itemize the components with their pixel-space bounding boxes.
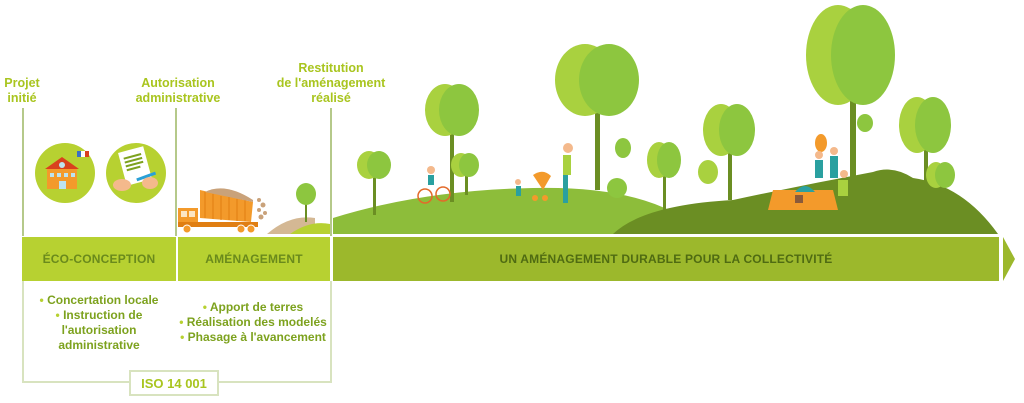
list-item: • Concertation locale xyxy=(39,293,159,307)
timeline-divider-authorization xyxy=(175,108,177,236)
phase-eco-conception: ÉCO-CONCEPTION xyxy=(22,237,176,281)
park-scene-illustration xyxy=(333,5,998,234)
phase-durable: UN AMÉNAGEMENT DURABLE POUR LA COLLECTIV… xyxy=(333,237,999,281)
timeline-arrow-icon xyxy=(1003,237,1015,281)
phase-amenagement: AMÉNAGEMENT xyxy=(178,237,330,281)
milestone-project-initiated: Projet initié xyxy=(4,76,40,105)
timeline-divider-start xyxy=(22,108,24,236)
town-hall-icon xyxy=(35,143,95,203)
tree-icon xyxy=(357,5,955,215)
list-item: • Phasage à l'avancement xyxy=(180,330,326,344)
milestone-handover: Restitution de l'aménagement réalisé xyxy=(276,61,386,105)
dump-truck-icon xyxy=(178,183,330,234)
list-item: • Instruction de xyxy=(55,308,143,322)
cyclist-figure xyxy=(417,166,451,204)
picnic-family-figure xyxy=(768,134,848,210)
list-item: • Apport de terres xyxy=(202,300,304,314)
eco-conception-task-list: • Concertation locale • Instruction de l… xyxy=(24,293,174,353)
milestone-administrative-authorization: Autorisation administrative xyxy=(135,76,221,105)
family-walking-figure xyxy=(515,143,573,203)
amenagement-task-list: • Apport de terres • Réalisation des mod… xyxy=(176,300,330,345)
list-item: • Réalisation des modelés xyxy=(179,315,327,329)
iso-certification-badge: ISO 14 001 xyxy=(129,370,219,396)
signing-document-icon xyxy=(106,143,166,203)
timeline-divider-handover xyxy=(330,108,332,236)
